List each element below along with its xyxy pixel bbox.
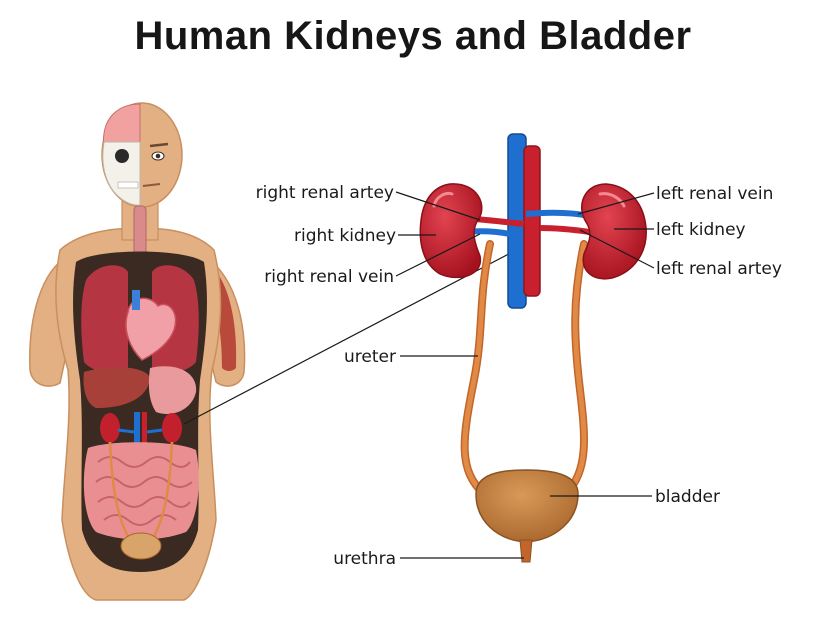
leader-right-renal-vein: [395, 233, 481, 277]
heart-aorta: [132, 290, 140, 310]
heart: [125, 297, 177, 361]
left-kidney-highlight: [598, 192, 626, 208]
torso-left-kidney: [162, 413, 182, 443]
label-left-renal-vein: left renal vein: [656, 184, 773, 204]
torso-renal-vessels: [117, 428, 163, 434]
right-kidney-organ: [419, 183, 483, 279]
label-right-renal-vein: right renal vein: [264, 267, 394, 287]
left-renal-artery-vessel: [539, 225, 591, 235]
skull: [102, 141, 141, 206]
label-right-renal-artey: right renal artey: [256, 183, 394, 203]
right-lung: [81, 265, 128, 373]
torso-vena-cava: [142, 412, 147, 460]
face-brow: [149, 142, 169, 148]
leader-lines: [395, 191, 655, 559]
label-left-kidney: left kidney: [656, 220, 746, 240]
urethra-organ: [519, 539, 533, 563]
abdominal-aorta: [523, 145, 541, 297]
skull-teeth: [117, 181, 139, 189]
face-mouth: [142, 183, 161, 187]
human-torso-figure: [29, 102, 246, 601]
leader-right-renal-artey: [395, 191, 481, 221]
leader-left-renal-artey: [579, 229, 655, 269]
left-ureter-fill: [563, 241, 587, 497]
label-urethra: urethra: [333, 549, 396, 569]
torso-aorta: [134, 412, 140, 460]
leader-left-renal-vein: [577, 192, 655, 215]
label-ureter: ureter: [344, 347, 396, 367]
intestine-folds: [95, 456, 193, 526]
skull-eye-socket: [115, 149, 129, 163]
brain: [102, 103, 141, 151]
torso-ureters: [108, 441, 174, 541]
stomach: [148, 366, 197, 414]
label-right-kidney: right kidney: [294, 226, 396, 246]
liver: [83, 367, 150, 408]
right-kidney-highlight: [432, 192, 454, 208]
right-ureter-fill: [462, 241, 493, 497]
bladder-organ: [475, 469, 579, 543]
label-bladder: bladder: [655, 487, 720, 507]
label-left-renal-artey: left renal artey: [656, 259, 782, 279]
torso-bladder: [120, 532, 162, 560]
labels: right renal artey right kidney right ren…: [256, 183, 782, 569]
face-pupil: [155, 153, 161, 159]
diagram-title: Human Kidneys and Bladder: [134, 14, 692, 58]
torso-right-kidney: [100, 413, 120, 443]
urinary-system: [419, 133, 647, 563]
